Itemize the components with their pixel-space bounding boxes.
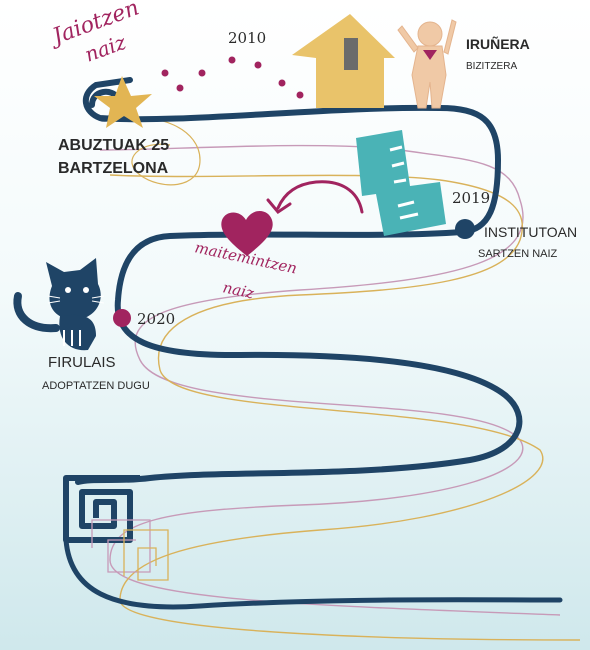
dot	[296, 91, 304, 99]
gold-thread-small-loop	[109, 116, 201, 186]
dot	[254, 61, 262, 69]
boot-icon	[356, 130, 446, 236]
cat-icon	[13, 258, 105, 351]
spiral-icon	[63, 475, 140, 543]
pet-sublabel: ADOPTATZEN DUGU	[42, 380, 150, 392]
year-2019: 2019	[452, 189, 490, 207]
dot	[161, 69, 169, 77]
dotted-path	[161, 56, 304, 99]
birth-place: BARTZELONA	[58, 160, 169, 177]
house-icon	[292, 14, 395, 108]
milestone-dot-2020	[113, 309, 131, 327]
pet-label: FIRULAIS	[48, 354, 116, 371]
arrow-to-heart	[266, 180, 364, 214]
dot	[176, 84, 184, 92]
dot	[278, 79, 286, 87]
person-icon	[397, 19, 457, 109]
dot	[228, 56, 236, 64]
star-icon	[94, 76, 152, 128]
lilac-square-spiral	[91, 519, 151, 573]
gold-square-spiral	[123, 529, 169, 581]
lilac-thread	[99, 144, 561, 616]
year-2010: 2010	[228, 29, 266, 47]
dot	[198, 69, 206, 77]
heart-icon	[221, 211, 273, 256]
school-sublabel: SARTZEN NAIZ	[478, 248, 558, 260]
year-2020: 2020	[137, 310, 175, 328]
spiral-road-exit	[63, 537, 563, 610]
birth-date: ABUZTUAK 25	[58, 137, 169, 154]
milestone-dot-2019	[455, 219, 475, 239]
city-sublabel: BIZITZERA	[466, 61, 517, 72]
school-label: INSTITUTOAN	[484, 224, 577, 240]
city-label: IRUÑERA	[466, 35, 530, 52]
